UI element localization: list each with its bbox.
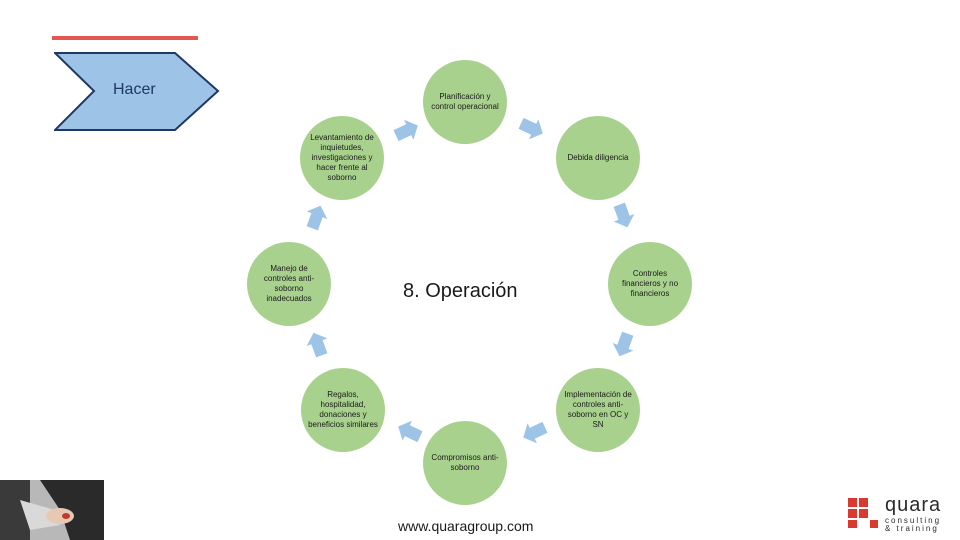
phase-chevron bbox=[54, 52, 220, 131]
logo-tagline-2: & training bbox=[885, 524, 939, 533]
arrow-3 bbox=[613, 202, 635, 228]
node-levantamiento: Levantamiento de inquietudes, investigac… bbox=[300, 116, 384, 200]
quara-logo-icon bbox=[848, 498, 878, 528]
node-label: Levantamiento de inquietudes, investigac… bbox=[310, 133, 374, 182]
node-controles: Controles financieros y no financieros bbox=[608, 242, 692, 326]
footer-url[interactable]: www.quaragroup.com bbox=[398, 518, 534, 534]
node-label: Debida diligencia bbox=[567, 153, 629, 162]
phase-label: Hacer bbox=[113, 81, 156, 98]
arrow-5 bbox=[523, 421, 548, 444]
node-debida-diligencia: Debida diligencia bbox=[556, 116, 640, 200]
arrow-7 bbox=[306, 332, 328, 358]
node-implementacion: Implementación de controles anti-soborno… bbox=[556, 368, 640, 452]
node-manejo: Manejo de controles anti-soborno inadecu… bbox=[247, 242, 331, 326]
accent-line bbox=[52, 36, 198, 40]
arrow-6 bbox=[398, 420, 423, 443]
arrow-4 bbox=[612, 331, 634, 357]
handshake-photo bbox=[0, 480, 104, 540]
node-label: Implementación de controles anti-soborno… bbox=[564, 390, 632, 429]
node-regalos: Regalos, hospitalidad, donaciones y bene… bbox=[301, 368, 385, 452]
arrow-1 bbox=[393, 119, 418, 142]
arrow-2 bbox=[518, 117, 543, 140]
node-label: Controles financieros y no financieros bbox=[621, 269, 679, 298]
arrow-8 bbox=[306, 205, 328, 231]
logo-tagline: consulting& training bbox=[885, 517, 941, 533]
node-label: Planificación y control operacional bbox=[431, 92, 499, 111]
node-label: Compromisos anti-soborno bbox=[431, 453, 499, 472]
node-label: Regalos, hospitalidad, donaciones y bene… bbox=[308, 390, 378, 429]
logo-tagline-1: consulting bbox=[885, 516, 942, 525]
node-planificacion: Planificación y control operacional bbox=[423, 60, 507, 144]
node-label: Manejo de controles anti-soborno inadecu… bbox=[263, 264, 315, 303]
node-compromisos: Compromisos anti-soborno bbox=[423, 421, 507, 505]
logo-name: quara bbox=[885, 494, 942, 516]
center-title: 8. Operación bbox=[403, 280, 518, 302]
